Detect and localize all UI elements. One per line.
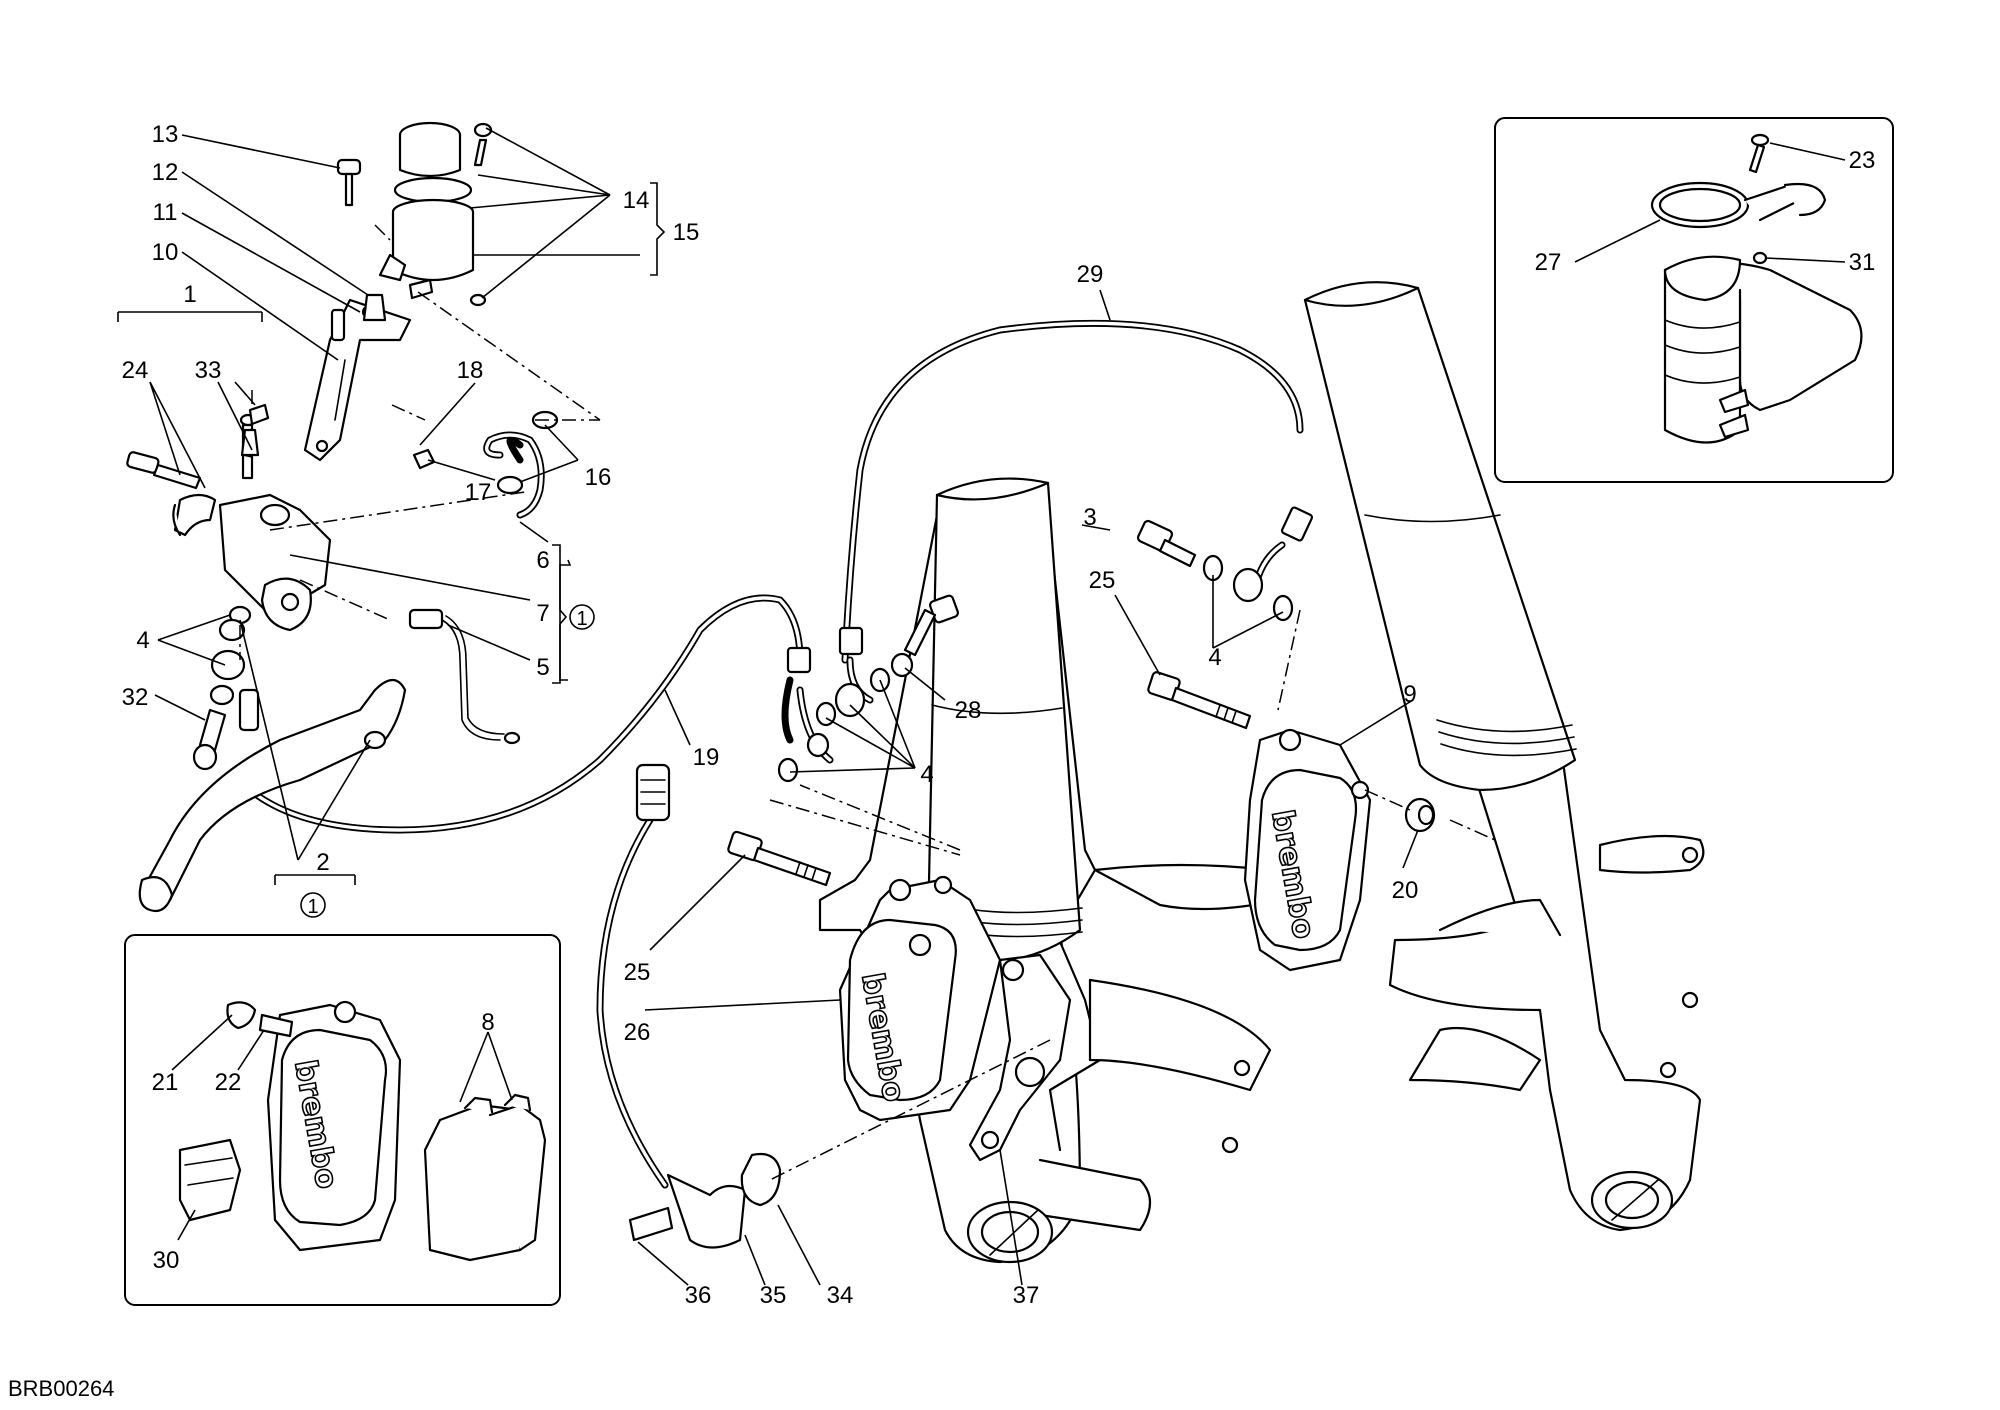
label-13: 13	[152, 121, 179, 148]
brake-caliper-26: brembo	[838, 875, 1002, 1122]
kit-mark-2: 1	[300, 892, 326, 918]
label-33: 33	[195, 357, 222, 384]
brake-switch-5	[408, 608, 521, 745]
right-fork-leg	[1388, 738, 1705, 1232]
label-30: 30	[153, 1247, 180, 1274]
brake-hose-19	[246, 594, 834, 834]
part-labels: 13 12 11 10 1 24 33 14 15 18 17 16 6 7 5…	[122, 121, 1876, 1309]
drawing-code: BRB00264	[8, 1376, 115, 1401]
assembly-guide-lines	[239, 224, 1496, 1181]
label-29: 29	[1077, 261, 1104, 288]
label-4-hose: 4	[920, 761, 933, 788]
label-11: 11	[153, 199, 178, 226]
caliper-bolt-25-left	[727, 830, 832, 887]
label-10: 10	[152, 239, 179, 266]
brake-caliper-9: brembo	[1243, 728, 1372, 972]
label-7: 7	[536, 600, 549, 627]
label-25-left: 25	[624, 959, 651, 986]
label-24: 24	[122, 357, 149, 384]
label-5: 5	[536, 654, 549, 681]
label-26: 26	[624, 1019, 651, 1046]
label-36: 36	[685, 1282, 712, 1309]
label-19: 19	[693, 744, 720, 771]
svg-text:1: 1	[307, 896, 318, 918]
label-14: 14	[623, 187, 650, 214]
label-31: 31	[1849, 249, 1876, 276]
right-fork-stanchion	[1303, 281, 1577, 792]
banjo-bolt-3	[1136, 519, 1294, 622]
label-23: 23	[1849, 147, 1876, 174]
caliper-spacer-20	[1404, 797, 1436, 833]
reservoir-bracket	[303, 158, 436, 470]
label-17: 17	[465, 479, 492, 506]
label-20: 20	[1392, 877, 1419, 904]
label-18: 18	[457, 357, 484, 384]
caliper-bolt-25-right	[1147, 671, 1252, 730]
kit-mark-1: 1	[569, 604, 595, 630]
hose-fittings	[238, 506, 1313, 732]
label-2: 2	[316, 849, 329, 876]
reservoir-15	[378, 121, 493, 307]
label-6: 6	[536, 547, 549, 574]
label-35: 35	[760, 1282, 787, 1309]
master-cylinder	[126, 413, 332, 632]
label-8: 8	[481, 1009, 494, 1036]
label-15: 15	[673, 219, 700, 246]
detail-pad-spring-30	[178, 1138, 242, 1222]
banjo-bolt-32	[192, 618, 246, 771]
label-28: 28	[955, 697, 982, 724]
detail-bleed-parts	[226, 1001, 294, 1038]
label-1: 1	[183, 281, 196, 308]
group-braces	[552, 182, 666, 684]
speed-sensor-cable	[596, 763, 782, 1249]
detail-clamp-27	[1650, 133, 1827, 265]
label-21: 21	[152, 1069, 179, 1096]
banjo-bolt-28	[777, 594, 960, 783]
label-4-right: 4	[1208, 644, 1221, 671]
label-34: 34	[827, 1282, 854, 1309]
detail-caliper-body: brembo	[266, 1000, 402, 1252]
detail-brake-pads-8	[423, 1093, 547, 1262]
svg-text:1: 1	[576, 608, 587, 630]
brake-lever-2	[138, 678, 407, 913]
label-22: 22	[215, 1069, 242, 1096]
label-37: 37	[1013, 1282, 1040, 1309]
label-32: 32	[122, 684, 149, 711]
label-12: 12	[152, 159, 179, 186]
label-9: 9	[1403, 681, 1416, 708]
label-25-right: 25	[1089, 567, 1116, 594]
detail-fork-top	[1663, 255, 1863, 444]
label-27: 27	[1535, 249, 1562, 276]
leader-lines	[117, 127, 1846, 1286]
label-3: 3	[1083, 504, 1096, 531]
bleed-valve-33	[240, 403, 270, 457]
label-16: 16	[585, 464, 612, 491]
label-4-master: 4	[136, 627, 149, 654]
